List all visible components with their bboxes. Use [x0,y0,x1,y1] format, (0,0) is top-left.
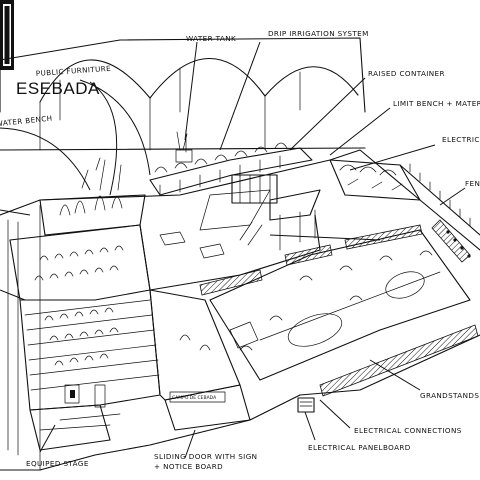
sign-building: CAMPO DE CEBADA [149,289,251,431]
garden-area [39,129,193,236]
label-electrical-connections: ELECTRICAL CONNECTIONS [354,426,462,435]
label-sliding-door-2: + NOTICE BOARD [154,462,223,471]
panelboard [297,397,315,413]
project-title: ESEBADA [16,79,100,98]
background-building [0,37,366,151]
label-drip-irrigation: DRIP IRRIGATION SYSTEM [268,29,369,38]
fence [399,163,480,258]
label-raised-container: RAISED CONTAINER [368,69,445,78]
raised-containers [149,142,321,251]
label-electric: ELECTRIC C [442,135,480,144]
annotations: WATER TANK DRIP IRRIGATION SYSTEM PUBLIC… [0,29,480,471]
label-water-tank: WATER TANK [186,34,236,43]
label-public-furniture: PUBLIC FURNITURE [36,64,112,78]
label-sliding-door-1: SLIDING DOOR WITH SIGN [154,452,257,461]
label-electrical-panelboard: ELECTRICAL PANELBOARD [308,443,411,452]
label-fence: FEN [465,179,480,188]
limit-bench [329,159,421,201]
label-limit-bench: LIMIT BENCH + MATERI [393,99,480,108]
label-water-bench: WATER BENCH [0,114,53,129]
hatched-benches [199,219,479,397]
label-equiped-stage: EQUIPED STAGE [26,459,89,468]
audience-seating [9,224,161,411]
central-area [139,189,321,291]
stage [29,384,121,451]
leader-lines [0,41,466,459]
sign-text: CAMPO DE CEBADA [172,395,217,401]
label-grandstands: GRANDSTANDS [420,391,479,400]
